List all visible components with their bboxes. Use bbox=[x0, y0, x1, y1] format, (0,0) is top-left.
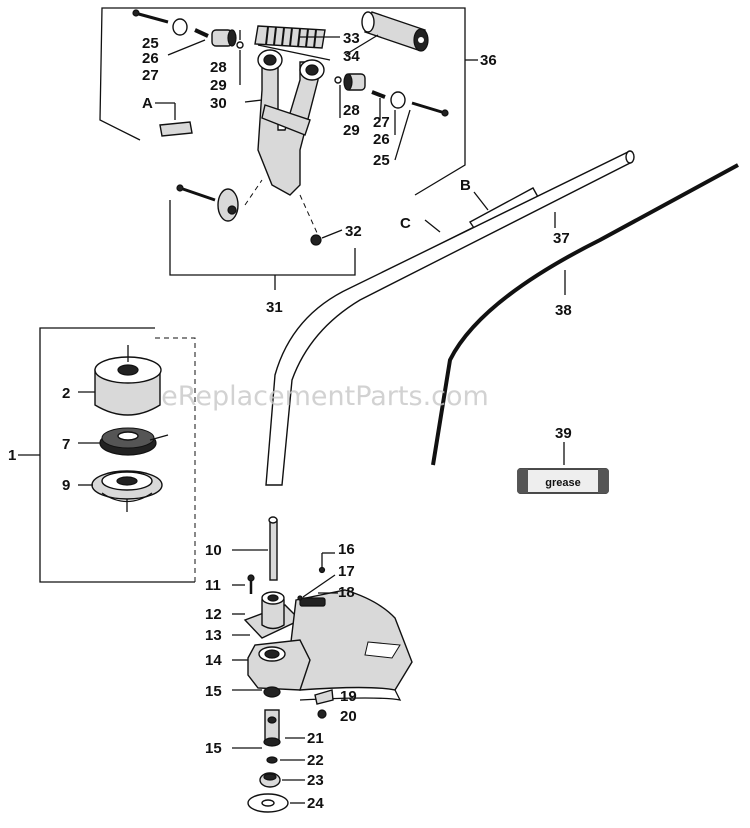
label-29-left: 29 bbox=[210, 77, 227, 94]
arbor-21 bbox=[263, 709, 281, 747]
guard-18 bbox=[289, 589, 413, 701]
label-30: 30 bbox=[210, 95, 227, 112]
grease-packet-39: grease bbox=[517, 468, 609, 494]
gear-head-assembly bbox=[232, 516, 413, 813]
handle-assembly bbox=[99, 7, 478, 290]
label-26-right: 26 bbox=[373, 131, 390, 148]
label-37: 37 bbox=[553, 230, 570, 247]
label-14: 14 bbox=[205, 652, 222, 669]
nut-23 bbox=[259, 772, 281, 788]
label-19: 19 bbox=[340, 688, 357, 705]
spool-assembly bbox=[18, 327, 196, 583]
label-b: B bbox=[460, 177, 471, 194]
label-22: 22 bbox=[307, 752, 324, 769]
spacer-28-right bbox=[343, 73, 366, 91]
washer-22 bbox=[266, 756, 278, 764]
label-28-right: 28 bbox=[343, 102, 360, 119]
spool-7 bbox=[99, 427, 169, 456]
grease-label: grease bbox=[545, 477, 580, 489]
spacer-28-left bbox=[211, 29, 237, 47]
washer-26-left bbox=[172, 18, 188, 36]
label-31: 31 bbox=[266, 299, 283, 316]
screw-20 bbox=[317, 709, 327, 719]
gear-housing-14 bbox=[247, 639, 311, 691]
label-34: 34 bbox=[343, 48, 360, 65]
pin-17 bbox=[297, 595, 303, 601]
part-labels: 25 26 27 28 29 30 A 33 34 36 28 29 27 26… bbox=[8, 30, 572, 812]
label-a-plate bbox=[159, 121, 193, 137]
label-9: 9 bbox=[62, 477, 70, 494]
label-a: A bbox=[142, 95, 153, 112]
label-26-left: 26 bbox=[142, 50, 159, 67]
leader-lines-top bbox=[167, 30, 411, 161]
washer-24 bbox=[247, 793, 289, 813]
label-1: 1 bbox=[8, 447, 16, 464]
label-18: 18 bbox=[338, 584, 355, 601]
label-27-left: 27 bbox=[142, 67, 159, 84]
label-20: 20 bbox=[340, 708, 357, 725]
label-13: 13 bbox=[205, 627, 222, 644]
bolt-25-left bbox=[132, 9, 169, 24]
label-17: 17 bbox=[338, 563, 355, 580]
handle-grip-33 bbox=[254, 25, 326, 49]
label-25-right: 25 bbox=[373, 152, 390, 169]
label-12: 12 bbox=[205, 606, 222, 623]
nut-27-left bbox=[194, 28, 209, 38]
label-24: 24 bbox=[307, 795, 324, 812]
label-15-lower: 15 bbox=[205, 740, 222, 757]
nut-32 bbox=[310, 234, 322, 246]
drive-shaft-10 bbox=[268, 516, 278, 581]
label-33: 33 bbox=[343, 30, 360, 47]
label-c: C bbox=[400, 215, 411, 232]
label-25-left: 25 bbox=[142, 35, 159, 52]
label-15-upper: 15 bbox=[205, 683, 222, 700]
label-23: 23 bbox=[307, 772, 324, 789]
flex-cable-38 bbox=[431, 163, 739, 466]
washer-29-left bbox=[236, 41, 244, 49]
label-11: 11 bbox=[205, 577, 221, 594]
clip-19 bbox=[314, 689, 334, 705]
label-32: 32 bbox=[345, 223, 362, 240]
shaft-parts: grease bbox=[265, 150, 739, 494]
label-7: 7 bbox=[62, 436, 70, 453]
handle-grip-34 bbox=[361, 11, 429, 52]
nut-27-right bbox=[371, 90, 386, 99]
label-21: 21 bbox=[307, 730, 324, 747]
label-16: 16 bbox=[338, 541, 355, 558]
label-39: 39 bbox=[555, 425, 572, 442]
label-2: 2 bbox=[62, 385, 70, 402]
label-38: 38 bbox=[555, 302, 572, 319]
watermark: eReplacementParts.com bbox=[161, 381, 489, 412]
bearing-15-upper bbox=[263, 686, 281, 698]
label-28-left: 28 bbox=[210, 59, 227, 76]
clamp-bolt-31 bbox=[176, 184, 239, 222]
main-shaft-37 bbox=[265, 151, 633, 486]
handle-frame-30 bbox=[257, 44, 331, 196]
label-10: 10 bbox=[205, 542, 222, 559]
hub-9 bbox=[91, 470, 163, 512]
label-36: 36 bbox=[480, 52, 497, 69]
spool-cover-2 bbox=[94, 345, 162, 416]
label-29-right: 29 bbox=[343, 122, 360, 139]
label-27-right: 27 bbox=[373, 114, 390, 131]
pin-16 bbox=[318, 566, 326, 574]
washer-29-right bbox=[334, 76, 342, 84]
screw-11 bbox=[247, 574, 255, 594]
washer-26-right bbox=[390, 91, 406, 109]
bolt-25-right bbox=[411, 101, 449, 117]
